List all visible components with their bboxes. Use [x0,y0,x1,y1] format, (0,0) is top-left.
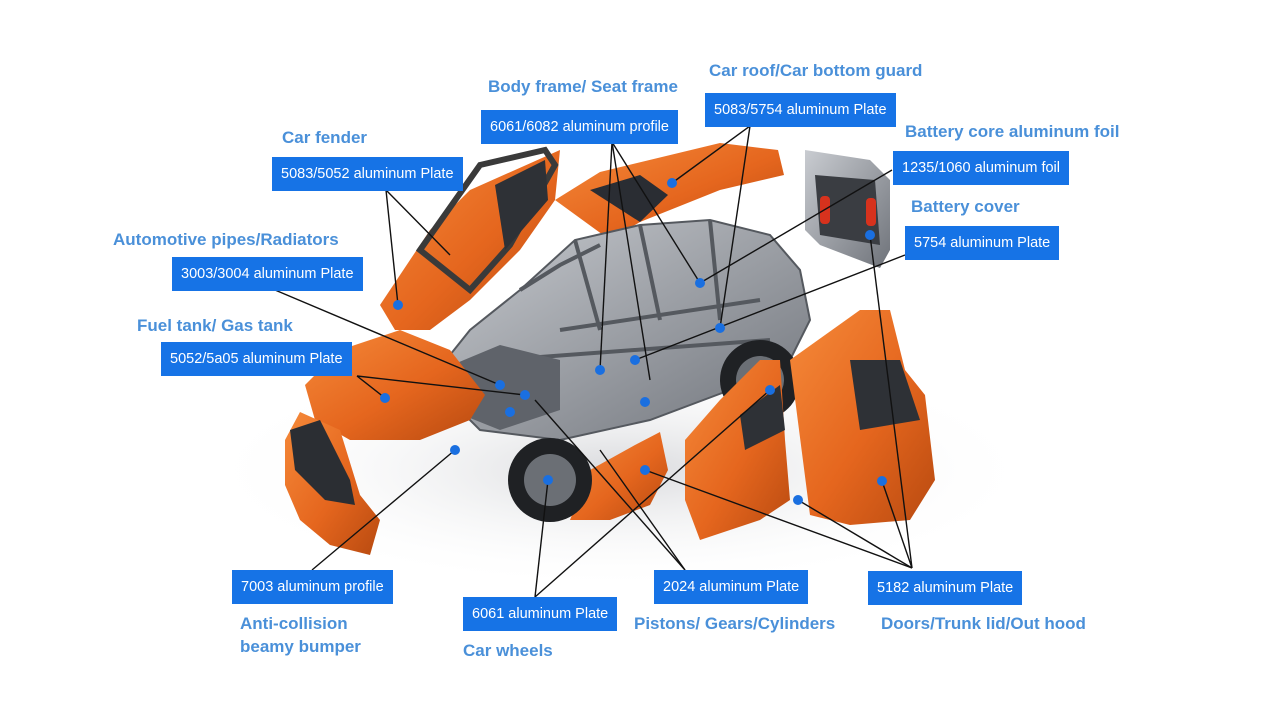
title-battery-foil: Battery core aluminum foil [905,122,1120,141]
title-pipes: Automotive pipes/Radiators [113,230,339,249]
front-grille [290,420,355,505]
badge-pipes: 3003/3004 aluminum Plate [172,257,363,291]
marker-rear-door [877,476,887,486]
title-doors: Doors/Trunk lid/Out hood [881,614,1086,633]
title-wheels: Car wheels [463,641,553,660]
badge-body-frame: 6061/6082 aluminum profile [481,110,678,144]
marker-frame-floor [640,397,650,407]
marker-battery-cover [865,230,875,240]
title-roof: Car roof/Car bottom guard [709,61,923,80]
marker-pipes [495,380,505,390]
title-fuel-tank: Fuel tank/ Gas tank [137,316,293,335]
marker-bottom-guard [715,323,725,333]
rear-door-frame [415,146,559,295]
title-fender: Car fender [282,128,368,147]
marker-fuel-tank [520,390,530,400]
trunk-lid-inner [815,175,880,245]
title-bumper-line1: Anti-collision [240,614,348,633]
marker-rear-wheel [765,385,775,395]
badge-pistons: 2024 aluminum Plate [654,570,809,604]
marker-foil [695,278,705,288]
badge-roof: 5083/5754 aluminum Plate [705,93,896,127]
marker-roof [667,178,677,188]
roof-panel [555,143,784,240]
badge-wheels: 6061 aluminum Plate [463,597,618,631]
marker-hood [380,393,390,403]
title-bumper-line2: beamy bumper [240,637,361,656]
title-body-frame: Body frame/ Seat frame [488,77,678,96]
leader-lines [274,125,913,598]
badge-battery-foil: 1235/1060 aluminum foil [893,151,1069,185]
side-window [495,160,548,250]
marker-body-frame [630,355,640,365]
marker-wheel [543,475,553,485]
marker-piston [640,465,650,475]
part-markers [380,178,887,505]
frame-pillars [499,219,771,362]
badge-fuel-tank: 5052/5a05 aluminum Plate [161,342,352,376]
battery-cell-right [866,198,876,226]
badge-bumper: 7003 aluminum profile [232,570,393,604]
badge-battery-cover: 5754 aluminum Plate [905,226,1060,260]
badge-fender: 5083/5052 aluminum Plate [272,157,463,191]
badge-doors: 5182 aluminum Plate [868,571,1023,605]
rear-door-window [850,360,920,430]
marker-front-door [793,495,803,505]
front-door-window [740,385,785,450]
marker-fender [393,300,403,310]
title-pistons: Pistons/ Gears/Cylinders [634,614,836,633]
title-battery-cover: Battery cover [911,197,1020,216]
marker-radiator [505,407,515,417]
marker-bumper [450,445,460,455]
marker-seat-frame [595,365,605,375]
